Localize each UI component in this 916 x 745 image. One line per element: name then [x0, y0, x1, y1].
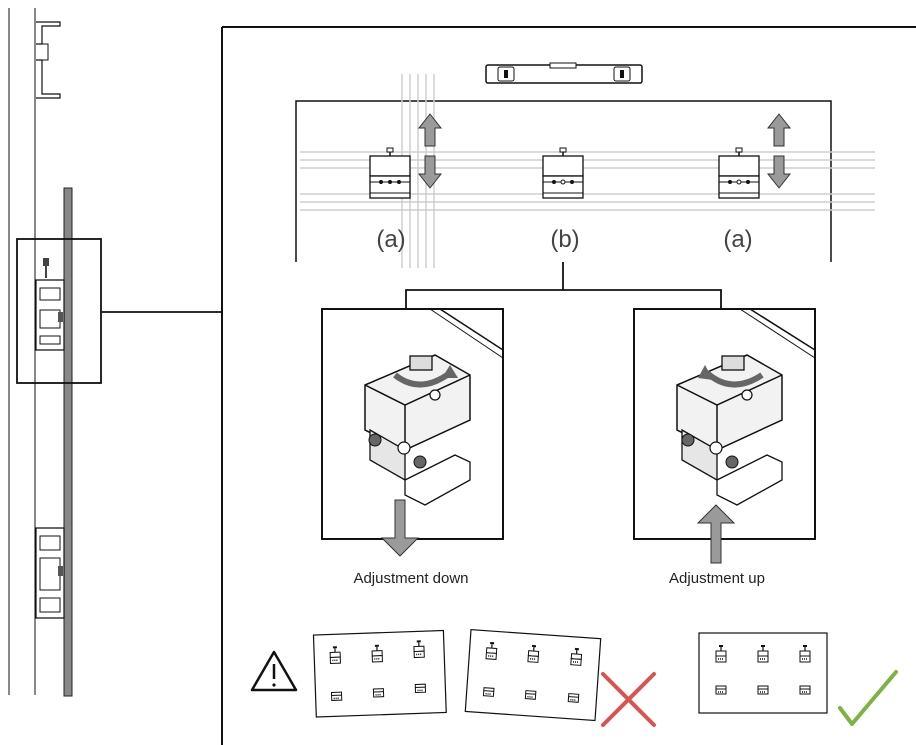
bracket-left	[369, 147, 411, 199]
detail-adjust-down	[321, 308, 504, 557]
position-label-center: (b)	[550, 226, 580, 253]
check-mark-icon	[838, 670, 898, 726]
detail-frame	[221, 26, 916, 745]
arrow-up-icon	[696, 504, 736, 564]
cross-mark-icon	[601, 672, 656, 727]
adjust-arrows-left	[418, 113, 442, 189]
arrow-down-icon	[380, 499, 420, 557]
wall-section	[8, 8, 222, 697]
wall-bracket-upper	[35, 258, 65, 351]
bracket-right	[718, 147, 760, 199]
adjust-arrows-right	[767, 113, 791, 189]
alignment-view	[295, 74, 875, 309]
panel-misaligned-2	[464, 628, 602, 722]
caption-adjustment-up: Adjustment up	[669, 570, 765, 587]
bracket-center	[542, 147, 584, 199]
detail-adjust-up	[633, 308, 816, 564]
position-label-right: (a)	[723, 226, 753, 253]
warning-triangle-icon	[250, 650, 298, 692]
panel-aligned	[698, 632, 828, 714]
spirit-level-icon	[485, 62, 643, 84]
panel-misaligned-1	[312, 629, 447, 718]
facade-panel	[63, 187, 73, 697]
wall-bracket-lower	[35, 527, 65, 619]
position-label-left: (a)	[376, 226, 406, 253]
detail-box	[16, 238, 102, 384]
caption-adjustment-down: Adjustment down	[353, 570, 469, 587]
